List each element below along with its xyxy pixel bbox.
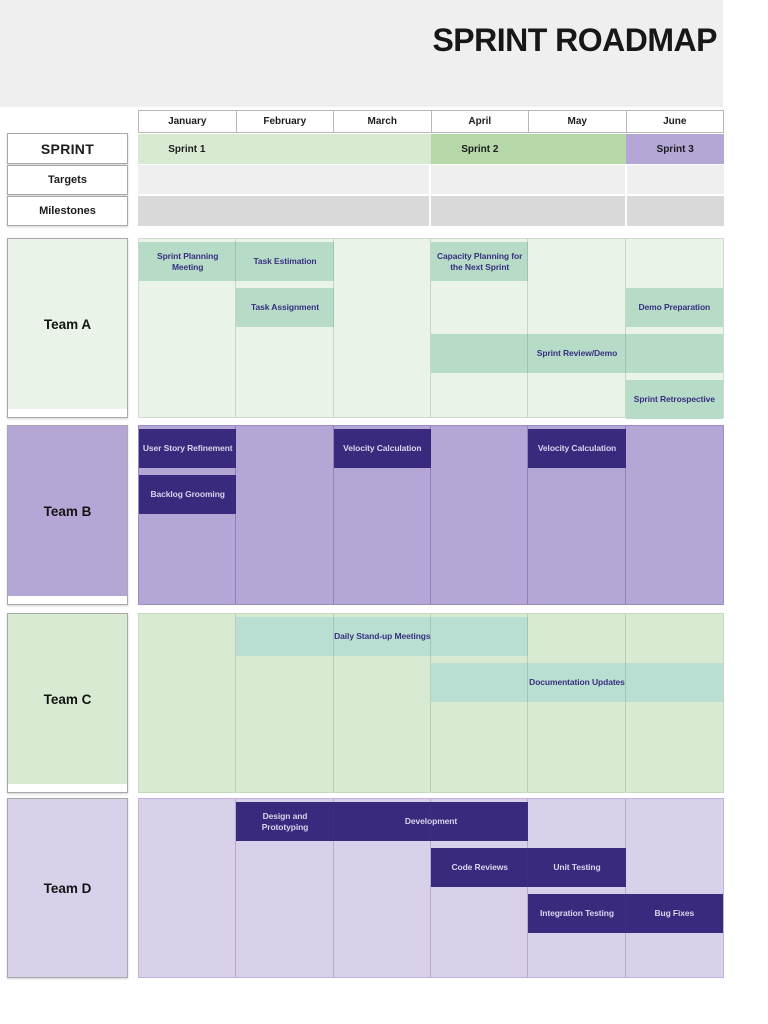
targets-segment — [431, 165, 625, 194]
targets-segment — [627, 165, 724, 194]
sprint-bar: Sprint 2 — [431, 134, 627, 164]
team-c-lane: Daily Stand-up Meetings — [139, 617, 723, 656]
month-cell-june: June — [625, 110, 724, 133]
sprint-bar-label: Sprint 2 — [461, 143, 499, 155]
team-a-lane: Task Assignment Demo Preparation — [139, 288, 723, 327]
task-bar: Backlog Grooming — [139, 475, 237, 514]
team-b-label-cell: Team B — [7, 425, 128, 605]
sprint-bar: Sprint 3 — [626, 134, 724, 164]
team-b-lane: User Story Refinement Velocity Calculatio… — [139, 429, 723, 468]
milestones-segment — [627, 196, 724, 226]
task-bar: Velocity Calculation — [528, 429, 626, 468]
month-cell-january: January — [138, 110, 237, 133]
sprint-bar-label: Sprint 1 — [168, 143, 206, 155]
team-a-lane: Sprint Retrospective — [139, 380, 723, 419]
targets-row — [138, 165, 724, 194]
sprint-bar: Sprint 1 — [138, 134, 431, 164]
team-b-lane — [139, 521, 723, 560]
month-cell-march: March — [333, 110, 432, 133]
task-bar: Bug Fixes — [625, 894, 723, 933]
team-a-label-cell: Team A — [7, 238, 128, 418]
team-c-lane: Documentation Updates — [139, 663, 723, 702]
team-b-lane — [139, 567, 723, 606]
team-b-section: User Story Refinement Velocity Calculatio… — [138, 425, 724, 605]
team-d-lane — [139, 940, 723, 979]
sprint-track-row: Sprint 1 Sprint 2 Sprint 3 — [138, 134, 724, 164]
month-cell-february: February — [235, 110, 334, 133]
sprint-bar-label: Sprint 3 — [656, 143, 694, 155]
task-bar: User Story Refinement — [139, 429, 237, 468]
team-c-label-cell: Team C — [7, 613, 128, 793]
sidebar-milestones-cell: Milestones — [7, 196, 128, 226]
task-bar: Code Reviews — [431, 848, 529, 887]
team-c-lane — [139, 709, 723, 748]
team-c-label: Team C — [8, 614, 127, 784]
team-a-label-spacer — [8, 409, 127, 417]
task-bar: Design and Prototyping — [236, 802, 334, 841]
task-bar: Demo Preparation — [625, 288, 723, 327]
targets-segment — [138, 165, 429, 194]
page-header: SPRINT ROADMAP — [0, 0, 723, 107]
sidebar-targets-cell: Targets — [7, 165, 128, 195]
team-b-label: Team B — [8, 426, 127, 596]
team-d-label: Team D — [8, 799, 127, 977]
month-cell-may: May — [528, 110, 627, 133]
task-bar: Sprint Planning Meeting — [139, 242, 237, 281]
team-b-lane: Backlog Grooming — [139, 475, 723, 514]
task-bar: Sprint Review/Demo — [431, 334, 723, 373]
team-a-label: Team A — [8, 239, 127, 409]
task-bar: Documentation Updates — [431, 663, 723, 702]
page-title: SPRINT ROADMAP — [432, 22, 717, 58]
team-b-lanes: User Story Refinement Velocity Calculatio… — [139, 426, 723, 604]
task-bar: Unit Testing — [528, 848, 626, 887]
task-bar: Integration Testing — [528, 894, 626, 933]
team-b-label-spacer — [8, 596, 127, 604]
task-bar: Sprint Retrospective — [625, 380, 723, 419]
team-d-label-cell: Team D — [7, 798, 128, 978]
task-bar: Daily Stand-up Meetings — [236, 617, 529, 656]
task-bar: Task Estimation — [236, 242, 334, 281]
milestones-segment — [431, 196, 625, 226]
milestones-row — [138, 196, 724, 226]
team-a-lane: Sprint Review/Demo — [139, 334, 723, 373]
team-c-label-spacer — [8, 784, 127, 792]
milestones-segment — [138, 196, 429, 226]
task-bar: Capacity Planning for the Next Sprint — [431, 242, 529, 281]
task-bar: Task Assignment — [236, 288, 334, 327]
month-cell-april: April — [430, 110, 529, 133]
task-bar: Velocity Calculation — [333, 429, 431, 468]
team-c-lane — [139, 755, 723, 794]
sidebar-sprint-cell: SPRINT — [7, 133, 128, 164]
task-bar: Development — [333, 802, 529, 841]
